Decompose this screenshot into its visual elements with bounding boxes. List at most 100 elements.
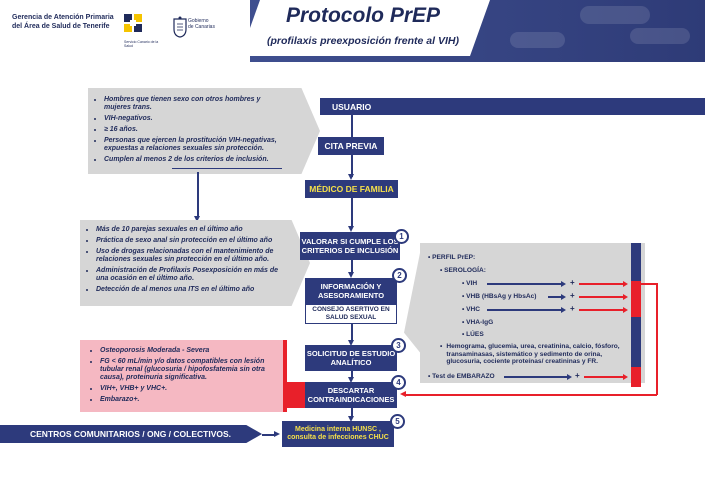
connector-line [351, 115, 353, 137]
step-number: 4 [391, 375, 406, 390]
centros-bar: CENTROS COMUNITARIOS / ONG / COLECTIVOS. [0, 425, 262, 443]
arrowhead [623, 281, 628, 287]
contra-connector [285, 382, 307, 408]
inclusion-criteria-box: Más de 10 parejas sexuales en el último … [80, 220, 310, 306]
connector-line [197, 172, 199, 218]
arrowhead [348, 377, 354, 383]
vhc-arrow [487, 309, 562, 311]
arrowhead [400, 391, 406, 397]
org-line2: del Área de Salud de Tenerife [12, 22, 110, 30]
return-line [405, 394, 657, 396]
medicina-interna-box: Medicina interna HUNSC , consulta de inf… [282, 421, 394, 447]
gobierno-shield-icon [173, 16, 187, 38]
target-population-box: Hombres que tienen sexo con otros hombre… [88, 88, 320, 174]
connector-line [351, 260, 353, 274]
contra-item: Osteoporosis Moderada - Severa [100, 347, 274, 355]
medico-familia-box: MÉDICO DE FAMILIA [305, 180, 398, 198]
title-panel [240, 0, 490, 56]
vhb-red-arrow [579, 296, 624, 298]
usuario-label: USUARIO [332, 101, 372, 112]
sms-logo-text: Servicio Canario de la Salud [124, 40, 159, 48]
step-number: 5 [390, 414, 405, 429]
positive-sign: + [570, 291, 575, 300]
inclusion-item: Administración de Profilaxis Posexposici… [96, 267, 282, 283]
return-line [641, 283, 657, 285]
return-line [656, 283, 658, 395]
org-name: Gerencia de Atención Primaria del Área d… [12, 14, 122, 31]
underline [172, 168, 282, 169]
decor-pill [630, 28, 690, 44]
informacion-label: INFORMACIÓN Y ASESORAMIENTO [317, 282, 385, 300]
test-embarazo-label: • Test de EMBARAZO [428, 373, 495, 380]
criteria-item: Cumplen al menos 2 de los criterios de i… [104, 156, 288, 164]
result-bar-red [631, 281, 641, 317]
arrowhead [274, 431, 280, 437]
hemograma-text: •Hemograma, glucemia, urea, creatinina, … [440, 343, 620, 365]
connector-line [351, 324, 353, 342]
perfil-panel-pointer [404, 243, 422, 355]
contra-item: FG < 60 mL/min y/o datos compatibles con… [100, 358, 274, 382]
arrowhead [623, 294, 628, 300]
result-bar-blue [631, 317, 641, 367]
page-subtitle: (profilaxis preexposición frente al VIH) [267, 35, 459, 47]
connector-line [351, 408, 353, 418]
criteria-item: ≥ 16 años. [104, 126, 288, 134]
arrowhead [561, 281, 566, 287]
arrowhead [623, 307, 628, 313]
org-line1: Gerencia de Atención Primaria [12, 14, 114, 21]
vhb-label: • VHB (HBsAg y HbsAc) [462, 293, 537, 300]
arrowhead [567, 374, 572, 380]
contra-item: Embarazo+. [100, 396, 274, 404]
valorar-label: VALORAR SI CUMPLE LOS CRITERIOS DE INCLU… [301, 237, 399, 255]
page-title: Protocolo PrEP [285, 4, 441, 27]
positive-sign: + [575, 371, 580, 380]
perfil-title: • PERFIL PrEP: [428, 254, 476, 261]
gob-line1: Gobierno [188, 18, 209, 24]
inclusion-item: Uso de drogas relacionadas con el manten… [96, 248, 282, 264]
vih-label: • VIH [462, 280, 478, 287]
inclusion-item: Práctica de sexo anal sin protección en … [96, 237, 282, 245]
usuario-bar: USUARIO [320, 98, 705, 115]
connector-line [351, 198, 353, 228]
arrowhead [348, 272, 354, 278]
decor-pill [510, 32, 565, 48]
gobierno-text: Gobierno de Canarias [188, 18, 218, 30]
decor-pill [580, 6, 650, 24]
vhb-arrow [548, 296, 562, 298]
inclusion-item: Más de 10 parejas sexuales en el último … [96, 226, 282, 234]
cita-previa-label: CITA PREVIA [324, 141, 378, 151]
inclusion-item: Detección de al menos una ITS en el últi… [96, 286, 282, 294]
contra-edge [283, 340, 287, 412]
embarazo-arrow [504, 376, 568, 378]
step-number: 1 [394, 229, 409, 244]
solicitud-box: SOLICITUD DE ESTUDIO ANALÍTICO [305, 345, 397, 371]
arrowhead [623, 374, 628, 380]
arrowhead [348, 416, 354, 422]
perfil-prep-panel [420, 243, 645, 383]
medicina-interna-label: Medicina interna HUNSC , consulta de inf… [287, 425, 389, 442]
arrowhead [561, 294, 566, 300]
gob-line2: de Canarias [188, 24, 215, 30]
sms-logo-icon [124, 14, 142, 32]
arrowhead [348, 226, 354, 232]
informacion-box: INFORMACIÓN Y ASESORAMIENTO [305, 278, 397, 304]
result-bar-blue [631, 243, 641, 281]
positive-sign: + [570, 278, 575, 287]
vhc-red-arrow [579, 309, 624, 311]
criteria-item: Personas que ejercen la prostitución VIH… [104, 137, 288, 153]
arrowhead [561, 307, 566, 313]
centros-label: CENTROS COMUNITARIOS / ONG / COLECTIVOS. [30, 429, 232, 439]
serologia-label: • SEROLOGÍA: [440, 267, 486, 274]
consejo-box: CONSEJO ASERTIVO EN SALUD SEXUAL [305, 304, 397, 324]
arrowhead [348, 174, 354, 180]
arrowhead [194, 216, 200, 222]
connector-line [262, 434, 276, 436]
result-bar-red [631, 367, 641, 387]
valorar-box: VALORAR SI CUMPLE LOS CRITERIOS DE INCLU… [300, 232, 400, 260]
embarazo-red-arrow [584, 376, 624, 378]
step-number: 2 [392, 268, 407, 283]
lues-label: • LÚES [462, 331, 484, 338]
descartar-box: DESCARTAR CONTRAINDICACIONES [305, 382, 397, 408]
vih-red-arrow [579, 283, 624, 285]
vih-arrow [487, 283, 562, 285]
